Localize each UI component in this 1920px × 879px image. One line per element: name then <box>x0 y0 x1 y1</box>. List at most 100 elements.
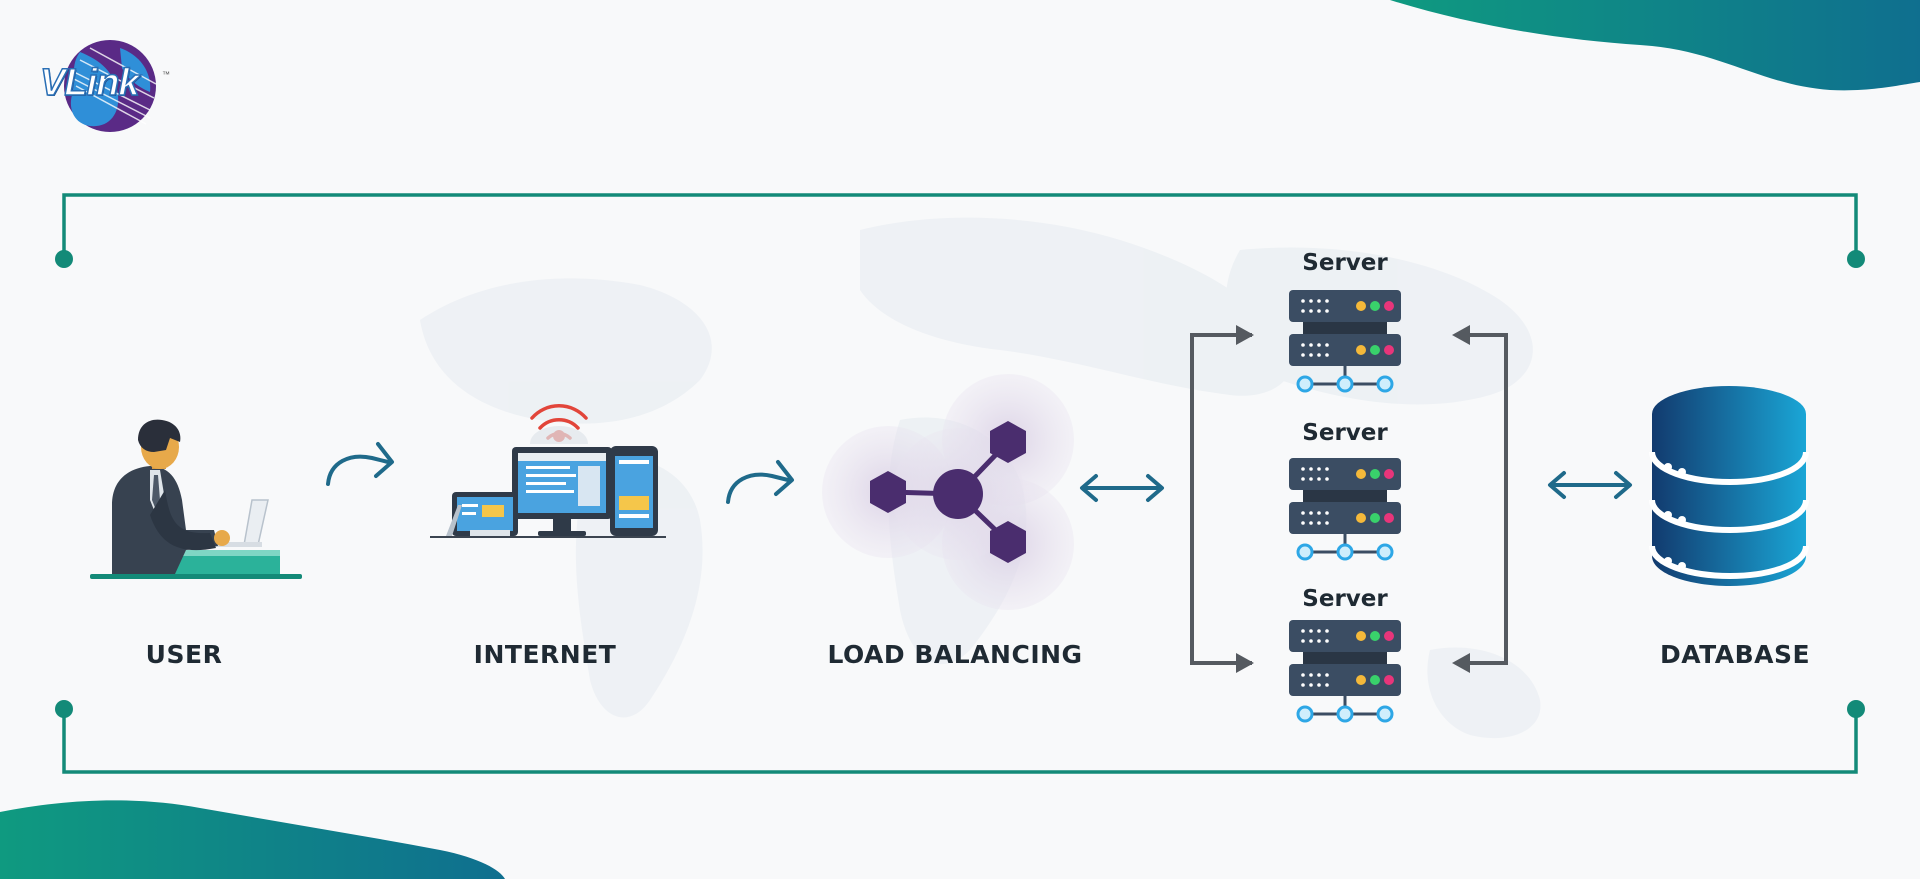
server-unit <box>1289 664 1401 696</box>
wave-bottom-left <box>0 800 505 879</box>
server-vent-dot <box>1309 299 1313 303</box>
server-spacer <box>1303 652 1387 664</box>
status-light-red <box>1384 631 1394 641</box>
server-spacer <box>1303 490 1387 502</box>
status-light-green <box>1370 513 1380 523</box>
status-light-yellow <box>1356 513 1366 523</box>
server-label: Server <box>1302 420 1388 446</box>
server-vent-dot <box>1317 639 1321 643</box>
node-label-database: DATABASE <box>1659 640 1811 669</box>
network-node-icon <box>1376 705 1394 723</box>
status-light-yellow <box>1356 631 1366 641</box>
logo-trademark: ™ <box>162 70 170 79</box>
status-light-red <box>1384 513 1394 523</box>
arrow-lb-servers <box>1080 474 1164 502</box>
server-label: Server <box>1302 586 1388 612</box>
network-node-icon <box>1376 375 1394 393</box>
network-node-icon <box>1336 375 1354 393</box>
server-vent-dot <box>1317 343 1321 347</box>
server-vent-dot <box>1325 343 1329 347</box>
network-node-icon <box>1296 375 1314 393</box>
server-vent-dot <box>1309 467 1313 471</box>
server-vent-dot <box>1301 521 1305 525</box>
status-light-red <box>1384 675 1394 685</box>
arrow-head <box>774 460 794 496</box>
server-unit <box>1289 290 1401 322</box>
status-light-green <box>1370 345 1380 355</box>
database-cylinder-icon <box>1649 386 1809 586</box>
server-spacer <box>1303 322 1387 334</box>
server-vent-dot <box>1301 343 1305 347</box>
server-vent-dot <box>1325 511 1329 515</box>
server-vent-dot <box>1317 683 1321 687</box>
arrow-head <box>1452 653 1470 673</box>
status-light-red <box>1384 345 1394 355</box>
server-vent-dot <box>1301 629 1305 633</box>
vlink-logo-text[interactable]: VLink <box>39 61 140 105</box>
server-vent-dot <box>1317 521 1321 525</box>
status-light-green <box>1370 301 1380 311</box>
network-node-icon <box>1376 543 1394 561</box>
server-vent-dot <box>1301 353 1305 357</box>
server-vent-dot <box>1301 511 1305 515</box>
status-light-yellow <box>1356 469 1366 479</box>
arrow-user-to-internet <box>326 454 390 486</box>
server-unit <box>1289 502 1401 534</box>
server-label: Server <box>1302 250 1388 276</box>
server-vent-dot <box>1309 353 1313 357</box>
devices-wifi-icon <box>430 404 666 538</box>
server-vent-dot <box>1301 299 1305 303</box>
frame-bracket-top <box>62 193 1858 259</box>
network-node-icon <box>1296 705 1314 723</box>
vlink-globe-icon <box>64 40 157 132</box>
status-light-yellow <box>1356 675 1366 685</box>
status-light-yellow <box>1356 345 1366 355</box>
server-vent-dot <box>1317 477 1321 481</box>
server-vent-dot <box>1309 477 1313 481</box>
arrow-head <box>1236 653 1254 673</box>
frame-bracket-bottom <box>62 709 1858 774</box>
server-vent-dot <box>1309 629 1313 633</box>
server-rack-icon <box>1289 290 1401 393</box>
server-rack-icon <box>1289 458 1401 561</box>
status-light-red <box>1384 301 1394 311</box>
network-node-icon <box>1336 543 1354 561</box>
frame-dot <box>55 700 73 718</box>
status-light-red <box>1384 469 1394 479</box>
frame-dot <box>1847 250 1865 268</box>
server-rack-icon <box>1289 620 1401 723</box>
server-vent-dot <box>1325 353 1329 357</box>
status-light-green <box>1370 469 1380 479</box>
server-vent-dot <box>1309 673 1313 677</box>
server-vent-dot <box>1301 683 1305 687</box>
server-vent-dot <box>1309 511 1313 515</box>
server-racks <box>1289 290 1401 723</box>
server-vent-dot <box>1309 639 1313 643</box>
server-vent-dot <box>1301 309 1305 313</box>
arrow-head <box>374 442 394 478</box>
server-vent-dot <box>1325 639 1329 643</box>
person-at-laptop-icon <box>90 419 302 579</box>
server-vent-dot <box>1317 467 1321 471</box>
server-vent-dot <box>1317 299 1321 303</box>
server-vent-dot <box>1325 477 1329 481</box>
node-label-load-balancing: LOAD BALANCING <box>827 640 1083 669</box>
frame-dot <box>1847 700 1865 718</box>
hub-network-icon <box>822 374 1074 610</box>
status-light-green <box>1370 675 1380 685</box>
arrow-head <box>1452 325 1470 345</box>
server-vent-dot <box>1317 629 1321 633</box>
server-vent-dot <box>1317 309 1321 313</box>
server-vent-dot <box>1325 629 1329 633</box>
server-vent-dot <box>1309 343 1313 347</box>
node-label-internet: INTERNET <box>473 640 617 669</box>
arrow-internet-to-lb <box>726 472 790 504</box>
status-light-green <box>1370 631 1380 641</box>
server-vent-dot <box>1325 467 1329 471</box>
server-vent-dot <box>1325 673 1329 677</box>
server-vent-dot <box>1309 683 1313 687</box>
network-node-icon <box>1336 705 1354 723</box>
server-vent-dot <box>1317 353 1321 357</box>
